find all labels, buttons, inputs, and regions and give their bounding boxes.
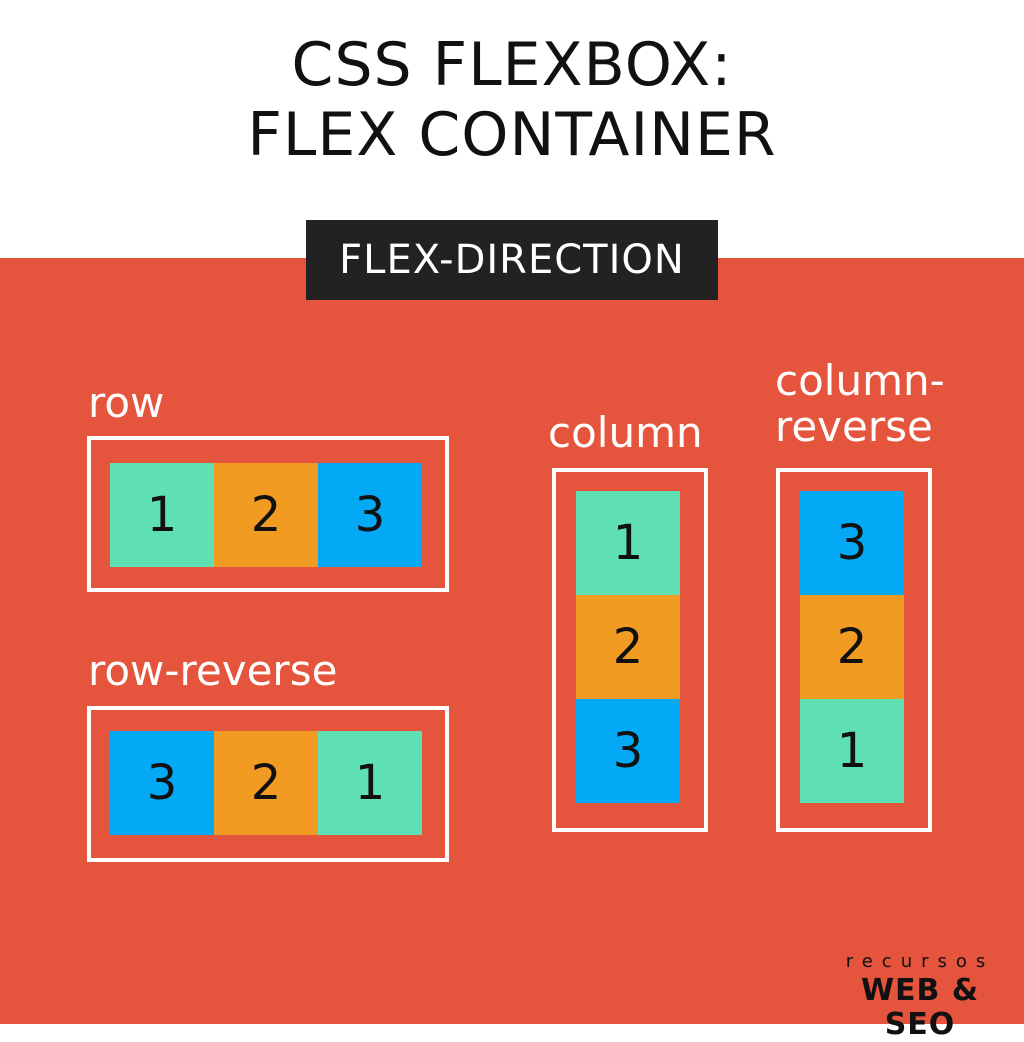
logo-line-1: recursos (845, 951, 995, 972)
brand-logo: recursos WEB & SEO (840, 950, 1000, 1042)
row-item-1: 1 (110, 463, 214, 567)
column-container (552, 468, 708, 832)
page-title: CSS FLEXBOX: FLEX CONTAINER (0, 30, 1024, 170)
row-item-3: 3 (318, 463, 422, 567)
column-reverse-item-1: 1 (800, 699, 904, 803)
row-reverse-label: row-reverse (88, 646, 338, 695)
column-reverse-label-line-2: reverse (775, 402, 933, 451)
row-reverse-container (87, 706, 449, 862)
title-line-1: CSS FLEXBOX: (291, 30, 733, 100)
column-reverse-label: column- reverse (775, 358, 945, 450)
row-reverse-item-1: 1 (318, 731, 422, 835)
row-container (87, 436, 449, 592)
flex-direction-badge: FLEX-DIRECTION (306, 220, 718, 300)
column-reverse-item-2: 2 (800, 595, 904, 699)
column-item-1: 1 (576, 491, 680, 595)
column-reverse-label-line-1: column- (775, 356, 945, 405)
column-label: column (548, 408, 703, 457)
logo-line-2: WEB & SEO (860, 973, 980, 1042)
row-reverse-item-3: 3 (110, 731, 214, 835)
row-reverse-item-2: 2 (214, 731, 318, 835)
column-reverse-item-3: 3 (800, 491, 904, 595)
row-label: row (88, 378, 165, 427)
title-line-2: FLEX CONTAINER (247, 100, 777, 170)
column-item-2: 2 (576, 595, 680, 699)
column-reverse-container (776, 468, 932, 832)
column-item-3: 3 (576, 699, 680, 803)
row-item-2: 2 (214, 463, 318, 567)
